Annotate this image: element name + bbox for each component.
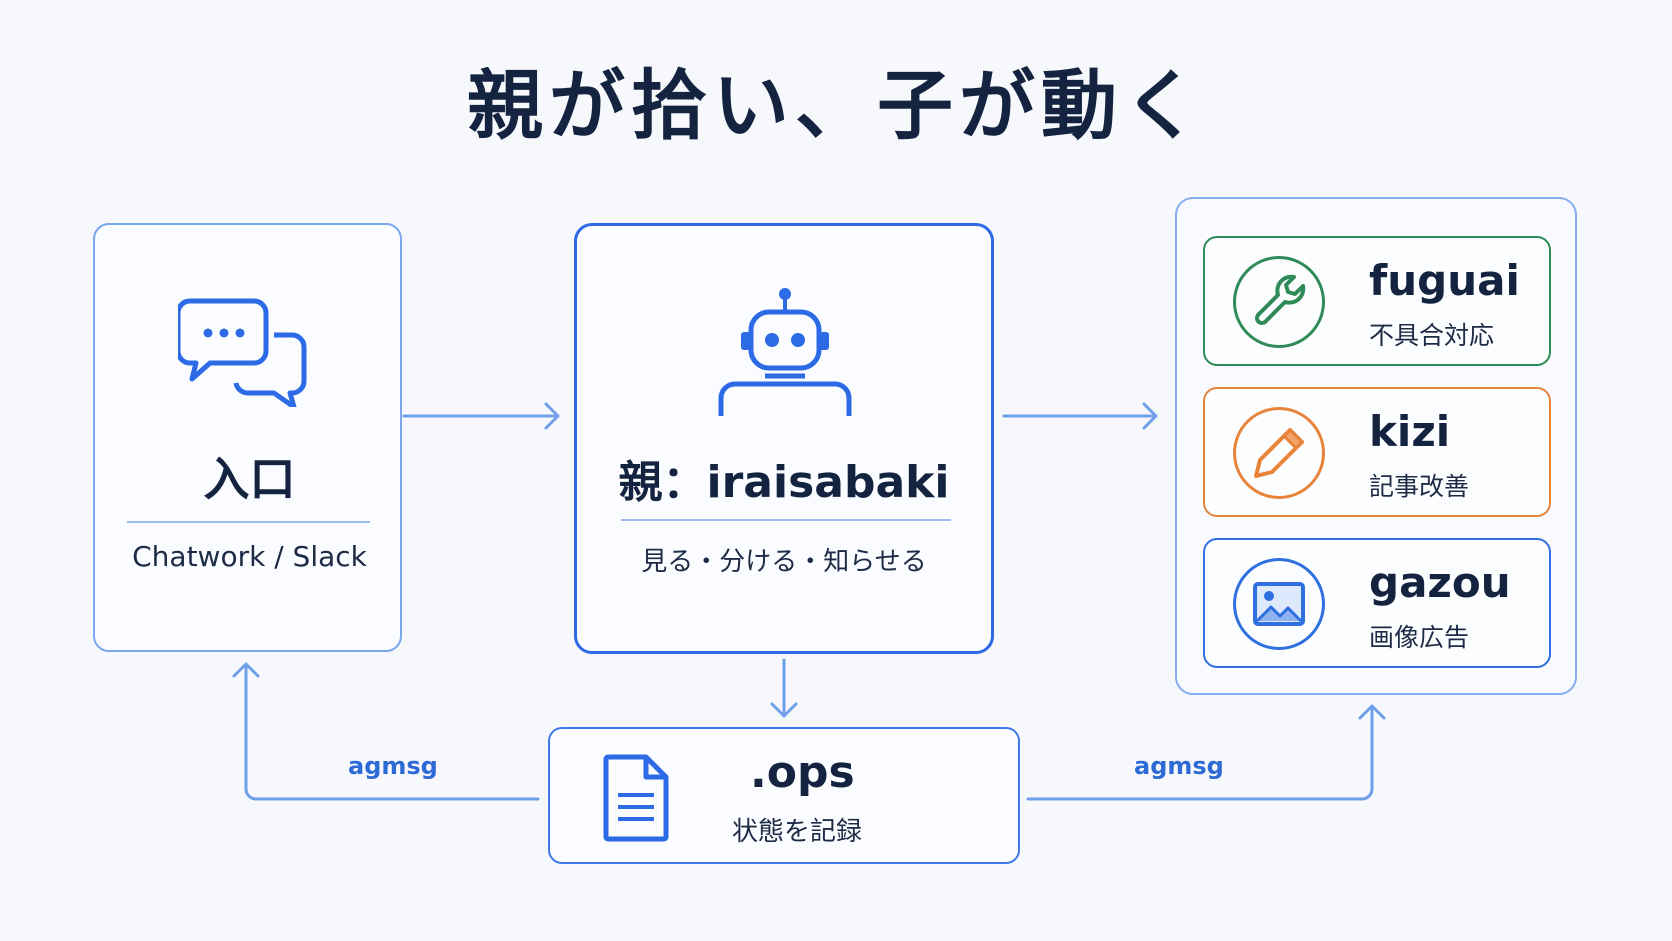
entry-node: 入口 Chatwork / Slack [93, 223, 402, 652]
robot-icon [718, 288, 852, 416]
arrow-entry-to-parent [402, 402, 560, 430]
child-subtitle: 画像広告 [1369, 623, 1470, 652]
child-fuguai: fuguai 不具合対応 [1203, 236, 1551, 366]
arrow-parent-to-children [1002, 402, 1158, 430]
parent-subtitle: 見る・分ける・知らせる [641, 547, 927, 577]
edge-label-left: agmsg [348, 752, 438, 780]
chat-bubbles-icon [178, 298, 307, 407]
document-icon [603, 754, 669, 842]
image-icon [1233, 558, 1325, 650]
child-name: fuguai [1369, 256, 1520, 305]
arrow-ops-to-children [1026, 704, 1386, 801]
wrench-icon [1233, 256, 1325, 348]
pencil-icon [1233, 407, 1325, 499]
arrow-parent-to-ops [770, 658, 798, 718]
child-subtitle: 不具合対応 [1369, 321, 1495, 350]
diagram-title: 親が拾い、子が動く [467, 61, 1205, 150]
divider [621, 519, 951, 521]
children-group: fuguai 不具合対応 kizi 記事改善 gazou 画像広告 [1175, 197, 1577, 695]
parent-title: 親：iraisabaki [618, 457, 950, 508]
child-name: gazou [1369, 558, 1511, 607]
child-gazou: gazou 画像広告 [1203, 538, 1551, 668]
child-name: kizi [1369, 407, 1451, 456]
child-subtitle: 記事改善 [1369, 472, 1470, 501]
entry-title: 入口 [203, 452, 296, 506]
ops-title: .ops [750, 747, 855, 798]
edge-label-right: agmsg [1134, 752, 1224, 780]
ops-subtitle: 状態を記録 [732, 817, 863, 847]
child-kizi: kizi 記事改善 [1203, 387, 1551, 517]
ops-node: .ops 状態を記録 [548, 727, 1020, 864]
parent-node: 親：iraisabaki 見る・分ける・知らせる [574, 223, 994, 654]
divider [127, 521, 370, 523]
arrow-ops-to-entry [232, 662, 540, 801]
entry-subtitle: Chatwork / Slack [132, 540, 367, 573]
